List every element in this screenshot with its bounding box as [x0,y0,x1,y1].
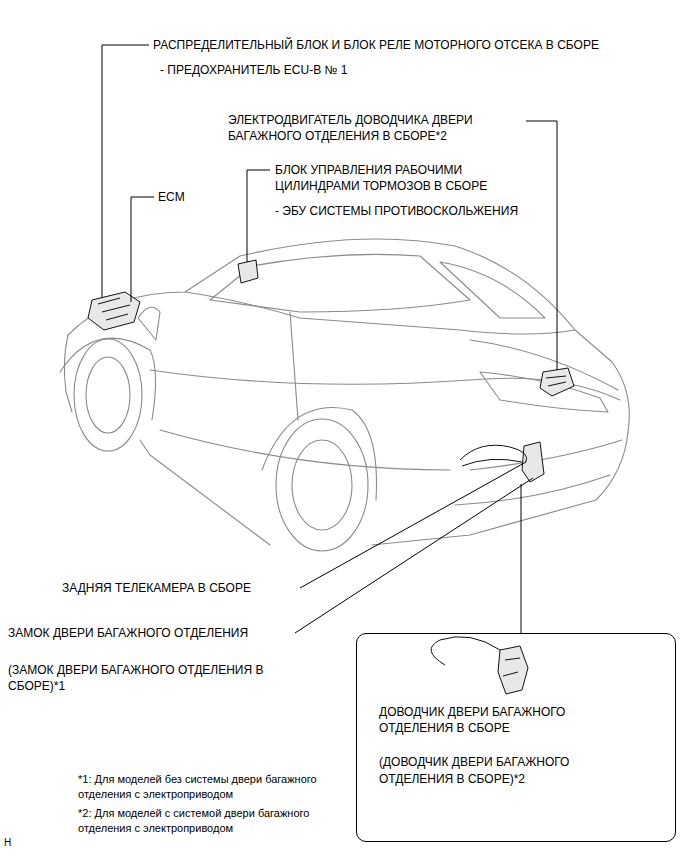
part-label: ЗАДНЯЯ ТЕЛЕКАМЕРА В СБОРЕ [62,580,297,596]
footnote: *1: Для моделей без системы двери багажн… [78,772,350,802]
footnote: *2: Для моделей с системой двери багажно… [78,806,350,836]
part-label: (ЗАМОК ДВЕРИ БАГАЖНОГО ОТДЕЛЕНИЯ В СБОРЕ… [8,662,298,694]
part-label: ECM [158,189,218,205]
part-label: ЗАМОК ДВЕРИ БАГАЖНОГО ОТДЕЛЕНИЯ [8,625,293,641]
part-sublabel: - ПРЕДОХРАНИТЕЛЬ ECU-B № 1 [160,62,460,78]
part-label: ДОВОДЧИК ДВЕРИ БАГАЖНОГО ОТДЕЛЕНИЯ В СБО… [379,704,614,736]
part-label: (ДОВОДЧИК ДВЕРИ БАГАЖНОГО ОТДЕЛЕНИЯ В СБ… [379,754,614,786]
inset-box: ДОВОДЧИК ДВЕРИ БАГАЖНОГО ОТДЕЛЕНИЯ В СБО… [356,633,676,842]
part-label: РАСПРЕДЕЛИТЕЛЬНЫЙ БЛОК И БЛОК РЕЛЕ МОТОР… [153,37,653,53]
figure-code: H [4,836,24,850]
part-sublabel: - ЭБУ СИСТЕМЫ ПРОТИВОСКОЛЬЖЕНИЯ [275,203,575,219]
part-label: ЭЛЕКТРОДВИГАТЕЛЬ ДОВОДЧИКА ДВЕРИ БАГАЖНО… [228,112,520,144]
part-label: БЛОК УПРАВЛЕНИЯ РАБОЧИМИ ЦИЛИНДРАМИ ТОРМ… [275,162,520,194]
